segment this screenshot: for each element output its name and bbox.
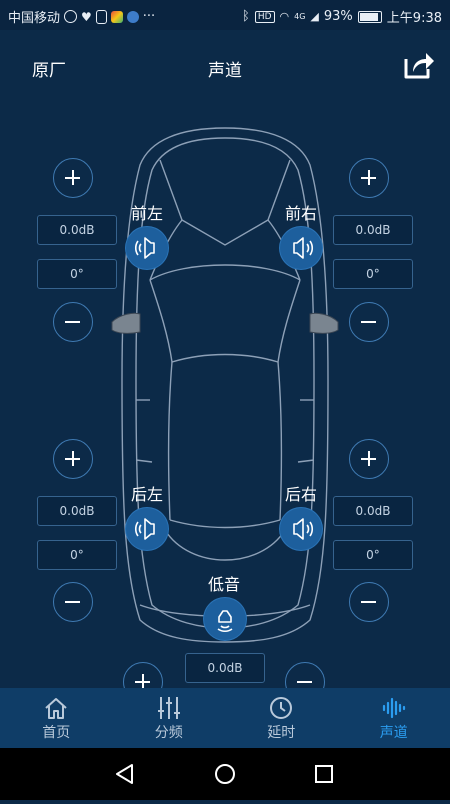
left-mirror: [112, 313, 140, 333]
rear-right-phase-value[interactable]: 0°: [333, 540, 413, 570]
rear-left-gain-minus-button[interactable]: [53, 582, 93, 622]
rear-right-gain-plus-button[interactable]: [349, 439, 389, 479]
front-right-gain-minus-button[interactable]: [349, 302, 389, 342]
carrier-label: 中国移动: [8, 7, 60, 26]
heart-icon: ♥: [81, 10, 92, 24]
nav-item-delay[interactable]: 延时: [225, 688, 338, 748]
nav-label-crossover: 分频: [113, 722, 226, 742]
front-left-gain-value[interactable]: 0.0dB: [37, 215, 117, 245]
nav-label-channel: 声道: [338, 722, 450, 742]
front-left-phase-value[interactable]: 0°: [37, 259, 117, 289]
notification-icon: [96, 10, 107, 24]
sound-wave-icon: [380, 694, 408, 722]
subwoofer-label: 低音: [199, 571, 249, 595]
header: 原厂 声道: [0, 30, 450, 100]
front-left-label: 前左: [122, 200, 172, 224]
nav-item-crossover[interactable]: 分频: [113, 688, 226, 748]
front-right-speaker-button[interactable]: [280, 227, 322, 269]
nav-item-home[interactable]: 首页: [0, 688, 113, 748]
app-icon: [111, 11, 123, 23]
front-right-gain-plus-button[interactable]: [349, 158, 389, 198]
page-title: 声道: [0, 56, 450, 81]
battery-percent: 93%: [324, 9, 353, 24]
network-type: 4G: [294, 12, 305, 21]
front-left-speaker-button[interactable]: [126, 227, 168, 269]
speaker-right-icon: [280, 508, 322, 550]
front-left-gain-minus-button[interactable]: [53, 302, 93, 342]
equalizer-icon: [155, 694, 183, 722]
wifi-icon: ◠: [280, 10, 290, 23]
status-bar: 中国移动 ♥ ··· ᛒ HD ◠ 4G ◢ 93% 上午9:38: [0, 0, 450, 30]
rear-left-label: 后左: [122, 481, 172, 505]
front-left-gain-plus-button[interactable]: [53, 158, 93, 198]
nav-label-home: 首页: [0, 722, 113, 742]
browser-icon: [127, 11, 139, 23]
back-icon[interactable]: [117, 765, 132, 783]
bluetooth-icon: ᛒ: [242, 9, 250, 24]
face-icon: [64, 10, 77, 23]
signal-icon: ◢: [310, 10, 318, 23]
nav-item-channel[interactable]: 声道: [338, 688, 450, 748]
recents-icon[interactable]: [316, 766, 332, 782]
subwoofer-icon: [204, 598, 246, 640]
system-nav-bar: [0, 748, 450, 800]
subwoofer-speaker-button[interactable]: [204, 598, 246, 640]
rear-right-gain-value[interactable]: 0.0dB: [333, 496, 413, 526]
speaker-right-icon: [280, 227, 322, 269]
rear-right-speaker-button[interactable]: [280, 508, 322, 550]
speaker-left-icon: [126, 227, 168, 269]
front-right-label: 前右: [276, 200, 326, 224]
bottom-nav: 首页 分频 延时 声道: [0, 688, 450, 748]
clock-time: 上午9:38: [387, 7, 442, 26]
rear-right-gain-minus-button[interactable]: [349, 582, 389, 622]
home-icon: [42, 694, 70, 722]
more-notifications: ···: [143, 9, 155, 24]
rear-left-phase-value[interactable]: 0°: [37, 540, 117, 570]
battery-icon: [358, 11, 382, 23]
rear-left-gain-value[interactable]: 0.0dB: [37, 496, 117, 526]
hd-badge: HD: [255, 11, 275, 23]
right-mirror: [310, 313, 338, 333]
front-right-gain-value[interactable]: 0.0dB: [333, 215, 413, 245]
subwoofer-gain-value[interactable]: 0.0dB: [185, 653, 265, 683]
nav-label-delay: 延时: [225, 722, 338, 742]
rear-right-label: 后右: [276, 481, 326, 505]
home-circle-icon[interactable]: [216, 765, 234, 783]
front-right-phase-value[interactable]: 0°: [333, 259, 413, 289]
rear-left-gain-plus-button[interactable]: [53, 439, 93, 479]
channel-panel: 0.0dB 0° 前左 0.0dB 0° 前右 0.0dB 0° 后左: [0, 100, 450, 688]
preset-original-button[interactable]: 原厂: [32, 56, 66, 81]
clock-icon: [267, 694, 295, 722]
share-icon[interactable]: [402, 48, 436, 82]
rear-left-speaker-button[interactable]: [126, 508, 168, 550]
speaker-left-icon: [126, 508, 168, 550]
